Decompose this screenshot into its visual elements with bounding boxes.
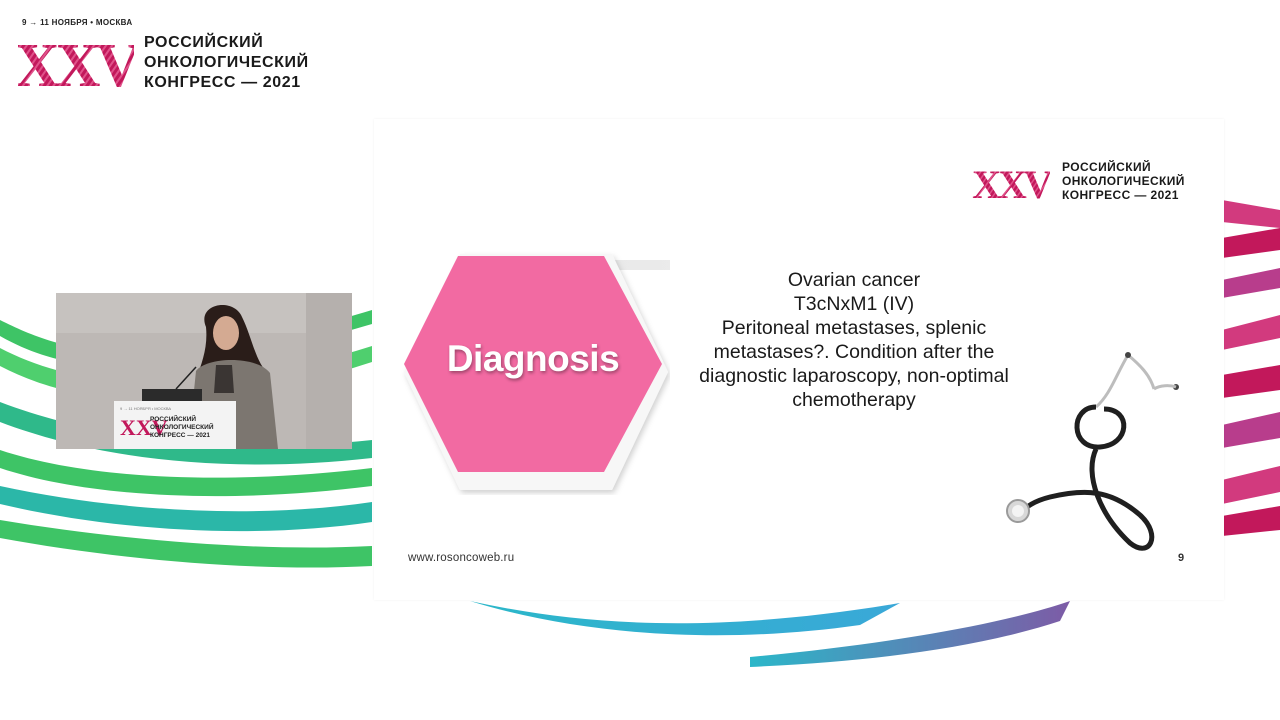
logo-mark-text: XXV xyxy=(18,32,134,92)
slide-logo-title: РОССИЙСКИЙ ОНКОЛОГИЧЕСКИЙ КОНГРЕСС — 202… xyxy=(1062,160,1185,202)
slide-logo-title-line: РОССИЙСКИЙ xyxy=(1062,160,1152,174)
slide-logo-mark-text: XXV xyxy=(972,162,1050,202)
bottom-wave-decoration xyxy=(470,601,1070,667)
congress-title-line: КОНГРЕСС — 2021 xyxy=(144,74,301,91)
congress-title-line: ОНКОЛОГИЧЕСКИЙ xyxy=(144,54,309,71)
slide-logo-title-line: КОНГРЕСС — 2021 xyxy=(1062,188,1179,202)
podium-date: 9 → 11 НОЯБРЯ • МОСКВА xyxy=(120,406,171,411)
congress-title: РОССИЙСКИЙ ОНКОЛОГИЧЕСКИЙ КОНГРЕСС — 202… xyxy=(144,33,309,93)
magenta-wave-decoration xyxy=(1222,200,1280,536)
diagnosis-line: T3cNxM1 (IV) xyxy=(793,293,915,315)
congress-date-location: 9 → 11 НОЯБРЯ • МОСКВА xyxy=(22,18,133,27)
congress-title-line: РОССИЙСКИЙ xyxy=(144,34,264,51)
slide-page-number: 9 xyxy=(1178,552,1185,564)
diagnosis-hexagon xyxy=(404,254,670,490)
podium-title-line: ОНКОЛОГИЧЕСКИЙ xyxy=(150,422,214,431)
slide-logo-title-line: ОНКОЛОГИЧЕСКИЙ xyxy=(1062,174,1185,188)
congress-logo-mark: XXV xyxy=(18,32,134,92)
podium-title-line: КОНГРЕСС — 2021 xyxy=(150,432,210,439)
podium-title-line: РОССИЙСКИЙ xyxy=(150,414,196,423)
slide-logo-mark: XXV xyxy=(972,162,1050,202)
stethoscope-icon xyxy=(1006,352,1179,551)
podium-logo-mark: XXV xyxy=(120,415,168,440)
diagnosis-line: chemotherapy xyxy=(792,389,916,411)
diagnosis-text: Ovarian cancer T3cNxM1 (IV) Peritoneal m… xyxy=(684,268,1024,412)
speaker-video-frame: 9 → 11 НОЯБРЯ • МОСКВА XXV РОССИЙСКИЙ ОН… xyxy=(56,293,352,449)
diagnosis-line: diagnostic laparoscopy, non-optimal xyxy=(699,365,1009,387)
diagnosis-label: Diagnosis xyxy=(446,338,620,379)
diagnosis-line: Ovarian cancer xyxy=(787,269,921,291)
diagnosis-line: metastases?. Condition after the xyxy=(713,341,995,363)
website-url[interactable]: www.rosoncoweb.ru xyxy=(408,552,515,564)
speaker-video: 9 → 11 НОЯБРЯ • МОСКВА XXV РОССИЙСКИЙ ОН… xyxy=(56,293,352,449)
diagnosis-line: Peritoneal metastases, splenic xyxy=(721,317,987,339)
